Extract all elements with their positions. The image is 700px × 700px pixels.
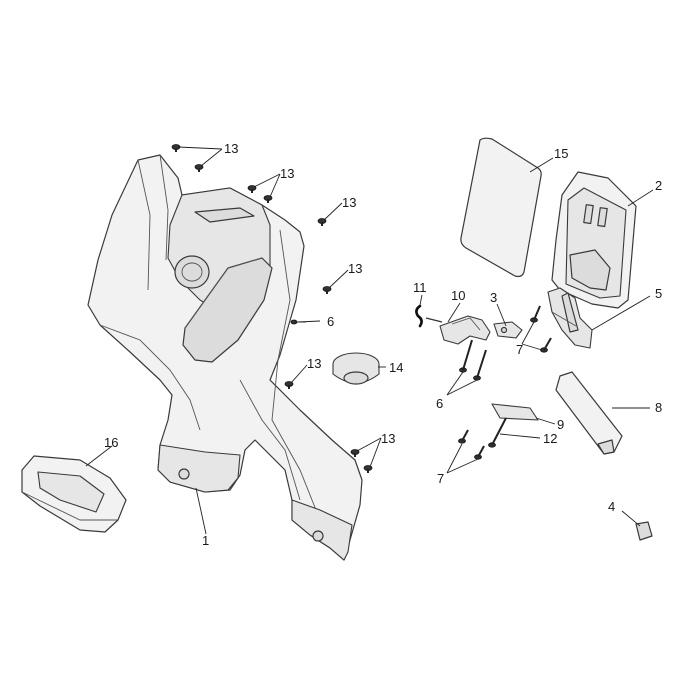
screw-7-d — [474, 445, 485, 460]
callout-13b: 13 — [280, 166, 294, 181]
leader-lines — [85, 146, 654, 535]
part-16-tray — [21, 455, 127, 533]
screw-6-long-b — [473, 349, 487, 381]
part-3-clip — [493, 321, 523, 339]
callout-7b: 7 — [437, 471, 444, 486]
screw-13-bottom-a — [350, 449, 360, 457]
part-8-strip-cover — [555, 371, 623, 455]
callout-14: 14 — [389, 360, 403, 375]
part-1-inner-shield — [87, 154, 363, 561]
callout-16: 16 — [104, 435, 118, 450]
screw-13-mid-b — [263, 195, 273, 203]
callout-13f: 13 — [381, 431, 395, 446]
callout-13c: 13 — [342, 195, 356, 210]
callout-15: 15 — [554, 146, 568, 161]
callout-8: 8 — [655, 400, 662, 415]
screw-6-long-a — [459, 339, 473, 373]
screw-13-mid-a — [247, 185, 257, 193]
callout-12: 12 — [543, 431, 557, 446]
part-2-cover-plate — [551, 171, 637, 309]
part-9-plate — [491, 403, 539, 421]
part-14-knob — [332, 352, 380, 385]
callout-13d: 13 — [348, 261, 362, 276]
callout-labels: 1 2 3 4 5 6 6 7 7 8 9 10 11 12 13 13 13 … — [104, 141, 662, 548]
screw-12 — [488, 417, 507, 448]
callout-9: 9 — [557, 417, 564, 432]
part-5-bracket — [547, 287, 593, 349]
callout-6b: 6 — [436, 396, 443, 411]
screw-13-top-a — [171, 144, 181, 152]
part-4-nut — [635, 521, 653, 541]
callout-10: 10 — [451, 288, 465, 303]
callout-13a: 13 — [224, 141, 238, 156]
screw-13-bottom-b — [363, 465, 373, 473]
callout-11: 11 — [413, 280, 427, 295]
part-15-glass-panel — [460, 137, 542, 278]
callout-6a: 6 — [327, 314, 334, 329]
callout-1: 1 — [202, 533, 209, 548]
part-11-spring-clip — [415, 304, 443, 328]
callout-5: 5 — [655, 286, 662, 301]
part-10-clamp — [439, 315, 491, 345]
callout-7a: 7 — [516, 342, 523, 357]
callout-13e: 13 — [307, 356, 321, 371]
screws — [171, 144, 552, 473]
callout-2: 2 — [655, 178, 662, 193]
callout-4: 4 — [608, 499, 615, 514]
callout-3: 3 — [490, 290, 497, 305]
screw-7-c — [458, 429, 469, 444]
screw-7-b — [540, 337, 552, 353]
screw-7-a — [530, 305, 541, 323]
